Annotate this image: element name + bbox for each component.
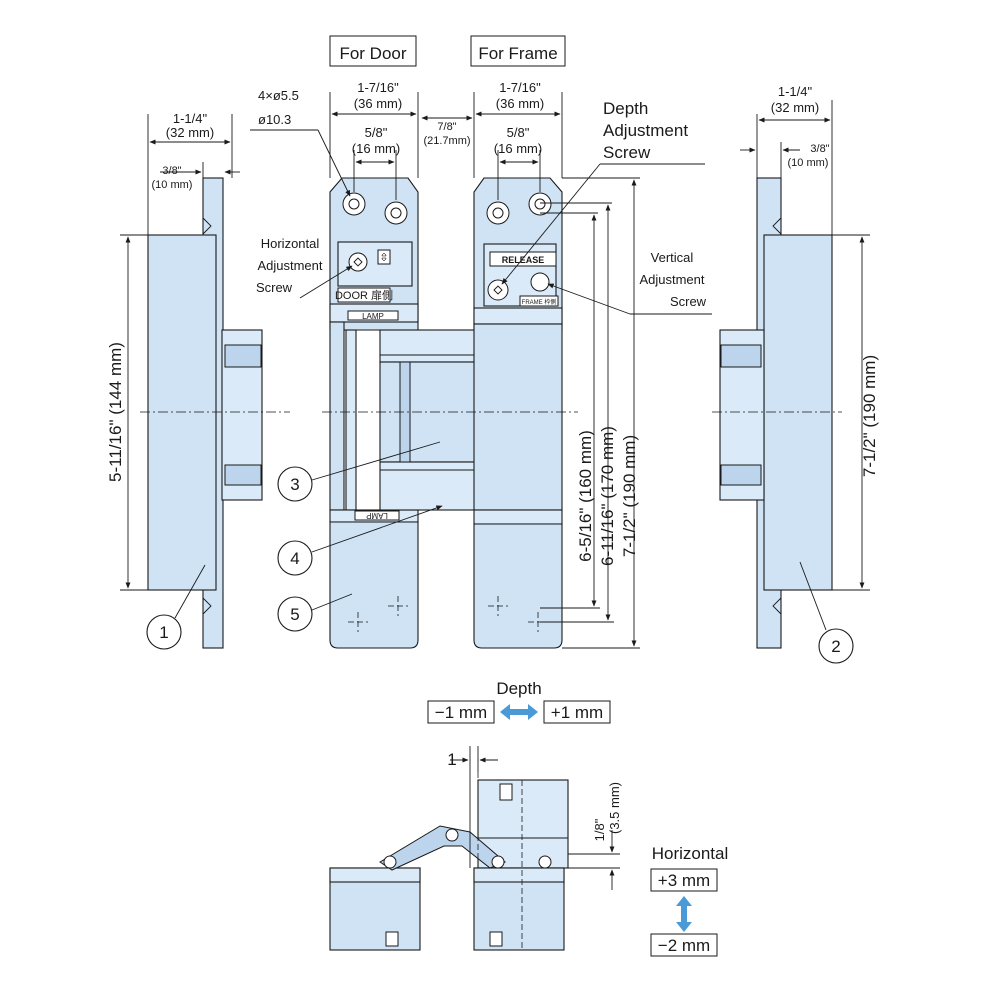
header-frame-text: For Frame <box>478 44 557 63</box>
right-offset-in: 3/8" <box>810 143 829 155</box>
lamp-label-top: LAMP <box>362 312 384 321</box>
vertical-callout-line1: Vertical <box>651 250 694 265</box>
horizontal-plus: +3 mm <box>658 871 710 890</box>
door-plate: ⇳ DOOR 扉側 LAMP LAMP <box>329 177 419 649</box>
part-number-4-text: 4 <box>290 549 299 568</box>
horizontal-minus-box <box>650 933 718 957</box>
right-width-in: 1-1/4" <box>778 84 813 99</box>
left-width-mm: (32 mm) <box>166 125 214 140</box>
right-width-mm: (32 mm) <box>771 100 819 115</box>
part-number-3: 3 <box>277 441 441 502</box>
horizontal-plus-box <box>650 868 718 892</box>
part-number-2-text: 2 <box>831 637 840 656</box>
horizontal-title: Horizontal <box>652 844 729 863</box>
horizontal-double-arrow-icon <box>676 896 692 932</box>
left-offset-in: 3/8" <box>162 165 181 177</box>
horizontal-screw-callout: Horizontal Adjustment Screw <box>256 236 353 299</box>
header-door: For Door <box>329 35 417 67</box>
frame-plate: RELEASE FRAME 枠側 <box>473 177 563 649</box>
right-side-view <box>712 177 842 649</box>
part-number-2: 2 <box>799 561 854 664</box>
left-width-in: 1-1/4" <box>173 111 208 126</box>
header-door-text: For Door <box>339 44 406 63</box>
frame-width-in: 1-7/16" <box>499 80 541 95</box>
height-160: 6-5/16" (160 mm) <box>576 430 595 562</box>
part-number-1-text: 1 <box>159 623 168 642</box>
depth-minus: −1 mm <box>435 703 487 722</box>
side-depth-mm: (3.5 mm) <box>607 782 622 834</box>
frame-holes-mm: (16 mm) <box>494 141 542 156</box>
part-number-1: 1 <box>146 564 206 650</box>
depth-screw-callout: Depth Adjustment Screw <box>501 99 705 285</box>
part-number-5: 5 <box>277 593 353 632</box>
depth-callout-line3: Screw <box>603 143 651 162</box>
depth-legend: Depth −1 mm +1 mm <box>427 679 611 724</box>
horizontal-adjust-screw-icon <box>348 252 368 272</box>
lamp-label-bottom: LAMP <box>366 511 388 520</box>
holes-spec: 4×ø5.5 <box>258 88 299 103</box>
part-number-4: 4 <box>277 505 443 576</box>
door-width-in: 1-7/16" <box>357 80 399 95</box>
left-offset-mm: (10 mm) <box>152 179 193 191</box>
horizontal-minus: −2 mm <box>658 936 710 955</box>
horizontal-legend: Horizontal +3 mm −2 mm <box>650 844 729 957</box>
vertical-screw-callout: Vertical Adjustment Screw <box>547 250 712 315</box>
door-holes-in: 5/8" <box>365 125 388 140</box>
header-frame: For Frame <box>470 35 566 67</box>
right-height-dim: 7-1/2" (190 mm) <box>860 355 879 477</box>
height-170: 6-11/16" (170 mm) <box>598 426 617 566</box>
svg-text:⇳: ⇳ <box>379 252 388 264</box>
left-side-view <box>140 177 290 649</box>
gap-mm: (21.7mm) <box>423 135 470 147</box>
depth-callout-line1: Depth <box>603 99 648 118</box>
side-section-view <box>329 772 569 951</box>
vertical-adjust-screw-icon <box>530 272 550 292</box>
horizontal-callout-line1: Horizontal <box>261 236 320 251</box>
part-number-5-text: 5 <box>290 605 299 624</box>
frame-width-mm: (36 mm) <box>496 96 544 111</box>
depth-plus: +1 mm <box>551 703 603 722</box>
door-width-mm: (36 mm) <box>354 96 402 111</box>
door-plate-label: DOOR 扉側 <box>335 289 393 302</box>
side-depth-in: 1/8" <box>592 818 607 841</box>
depth-minus-box <box>427 700 495 724</box>
left-height-dim: 5-11/16" (144 mm) <box>106 342 125 482</box>
depth-callout-line2: Adjustment <box>603 121 688 140</box>
depth-plus-box <box>543 700 611 724</box>
counterbore-spec: ø10.3 <box>258 112 291 127</box>
horizontal-callout-line3: Screw <box>256 280 293 295</box>
depth-title: Depth <box>496 679 541 698</box>
frame-plate-label: FRAME 枠側 <box>522 298 557 306</box>
gap-in: 7/8" <box>437 121 456 133</box>
height-190: 7-1/2" (190 mm) <box>620 435 639 557</box>
frame-holes-in: 5/8" <box>507 125 530 140</box>
vertical-callout-line3: Screw <box>670 294 707 309</box>
depth-double-arrow-icon <box>500 704 538 720</box>
side-gap-dim: 1 <box>447 750 456 769</box>
horizontal-callout-line2: Adjustment <box>257 258 322 273</box>
part-number-3-text: 3 <box>290 475 299 494</box>
door-holes-mm: (16 mm) <box>352 141 400 156</box>
vertical-callout-line2: Adjustment <box>639 272 704 287</box>
depth-adjust-screw-icon <box>487 279 509 301</box>
right-offset-mm: (10 mm) <box>788 157 829 169</box>
release-label: RELEASE <box>502 255 545 265</box>
